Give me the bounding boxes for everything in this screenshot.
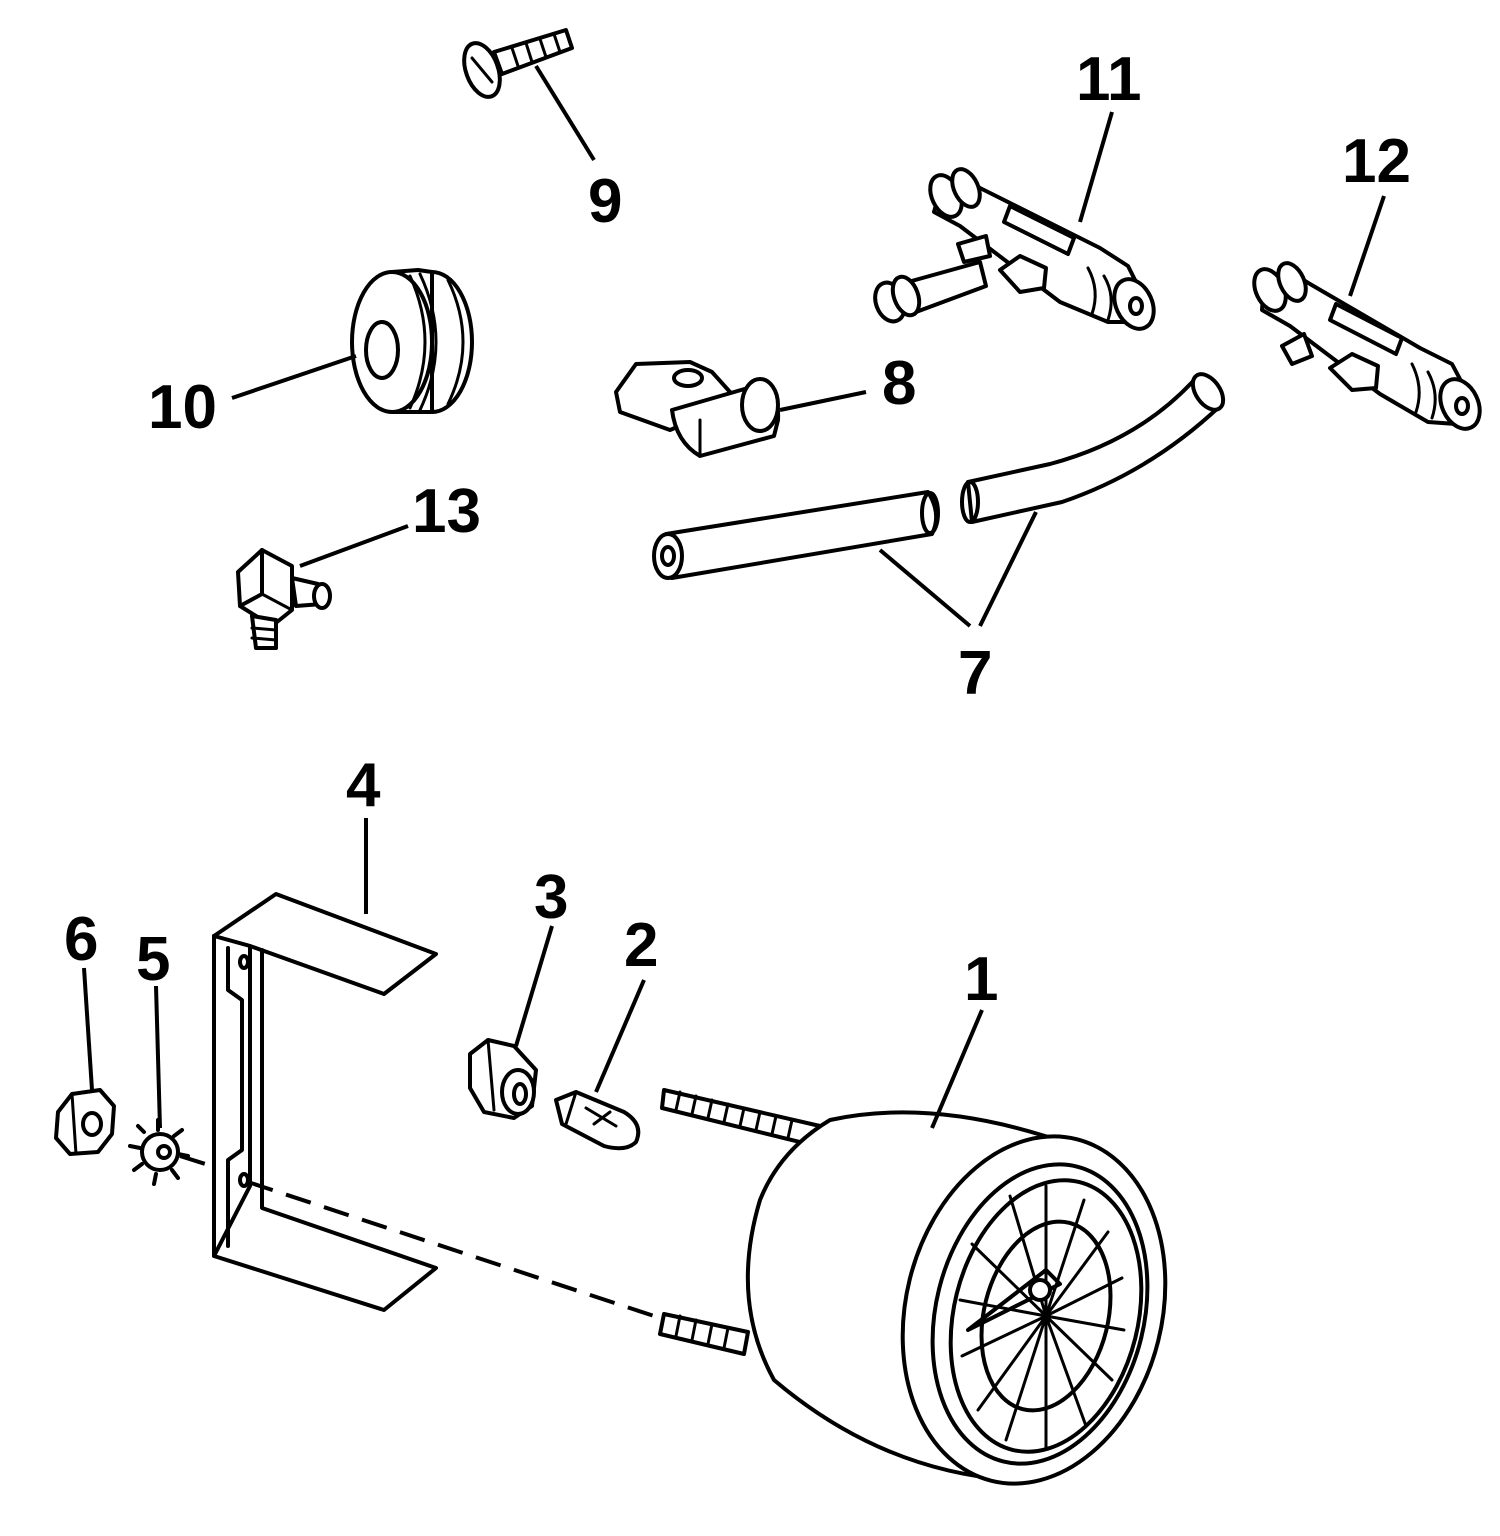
part-straight-fitting	[1252, 261, 1482, 431]
callout-12: 12	[1342, 127, 1411, 196]
leader-6	[82, 967, 94, 1091]
part-bulb	[554, 1090, 641, 1151]
part-gauge	[658, 1088, 1168, 1486]
part-clamp	[614, 360, 781, 458]
part-hose-right	[960, 372, 1226, 524]
part-tee-fitting	[873, 167, 1156, 331]
callout-4: 4	[346, 751, 381, 820]
callout-13: 13	[412, 477, 481, 546]
leader-lines	[82, 64, 1386, 1129]
callout-1: 1	[964, 945, 998, 1014]
leader-10	[231, 354, 357, 400]
callout-10: 10	[148, 373, 217, 442]
leader-2	[594, 979, 646, 1093]
leader-1	[930, 1009, 984, 1129]
callout-7: 7	[958, 639, 992, 708]
callout-2: 2	[624, 911, 658, 980]
gauge-dial	[958, 1184, 1126, 1450]
part-lock-washer	[128, 1118, 190, 1186]
alignment-dashed-line-short	[179, 1154, 219, 1170]
callout-6: 6	[64, 905, 98, 974]
part-nut	[54, 1088, 116, 1156]
part-elbow-fitting	[236, 548, 332, 650]
leader-11	[1078, 111, 1114, 223]
callout-11: 11	[1076, 45, 1142, 114]
leader-3	[514, 925, 554, 1047]
callout-8: 8	[882, 349, 916, 418]
leader-8	[779, 390, 867, 412]
callout-labels: 9 11 12 10 8 13 7 4 6 5 3 2 1	[64, 45, 1411, 1014]
leader-9	[534, 64, 596, 162]
leader-13	[299, 524, 409, 568]
part-screw	[462, 28, 574, 99]
leader-5	[154, 985, 162, 1129]
callout-5: 5	[136, 925, 170, 994]
alignment-dashed-line	[247, 1180, 661, 1320]
leader-7a	[878, 548, 972, 628]
part-grommet	[350, 268, 474, 414]
part-bulb-socket	[468, 1038, 538, 1120]
callout-9: 9	[588, 167, 622, 236]
leader-12	[1348, 195, 1386, 297]
part-hose-left	[652, 490, 940, 580]
leader-7b	[978, 511, 1038, 627]
callout-3: 3	[534, 863, 568, 932]
part-bracket	[212, 892, 438, 1312]
